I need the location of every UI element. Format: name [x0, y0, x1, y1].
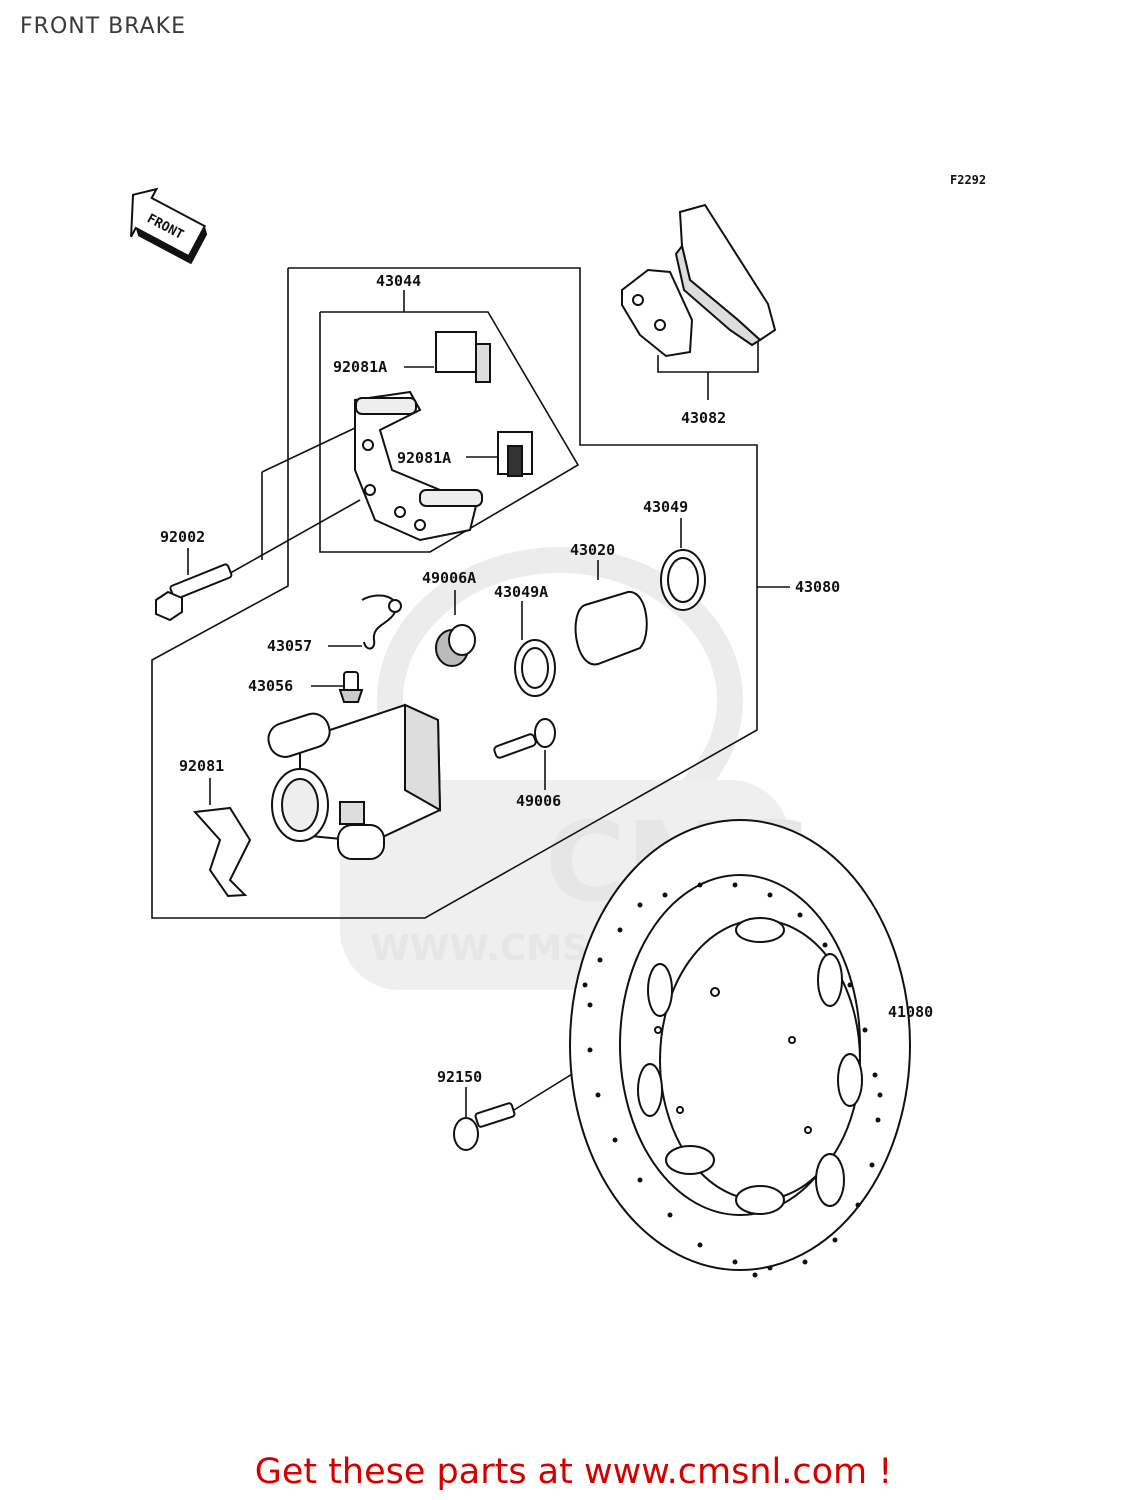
- brake-pads: [621, 203, 777, 358]
- mounting-bolt: [155, 563, 233, 622]
- part-labels: 43044 92081A 92081A 43082 92002 43049 43…: [160, 272, 933, 1086]
- label-43044: 43044: [376, 272, 421, 290]
- label-92081: 92081: [179, 757, 224, 775]
- caliper-bracket: [354, 331, 533, 542]
- promo-link[interactable]: Get these parts at www.cmsnl.com !: [254, 1452, 893, 1492]
- label-43082: 43082: [681, 409, 726, 427]
- label-43020: 43020: [570, 541, 615, 559]
- brake-disc: [569, 819, 911, 1271]
- label-92002: 92002: [160, 528, 205, 546]
- label-49006A: 49006A: [422, 569, 476, 587]
- label-92150: 92150: [437, 1068, 482, 1086]
- label-43049A: 43049A: [494, 583, 548, 601]
- piston-and-seals: [435, 549, 706, 759]
- label-92081A-upper: 92081A: [333, 358, 387, 376]
- label-49006: 49006: [516, 792, 561, 810]
- label-41080: 41080: [888, 1003, 933, 1021]
- disc-holes: [582, 882, 883, 1278]
- parts-diagram: CMS WWW.CMSNL.COM F2292 FRONT: [130, 173, 986, 1278]
- bleeder-valve: [338, 594, 402, 703]
- figure-code: F2292: [950, 173, 986, 187]
- caliper-body: [267, 703, 442, 860]
- label-43049: 43049: [643, 498, 688, 516]
- front-arrow-icon: FRONT: [130, 187, 208, 265]
- label-92081A-lower: 92081A: [397, 449, 451, 467]
- label-43080: 43080: [795, 578, 840, 596]
- label-43056: 43056: [248, 677, 293, 695]
- pad-spring: [192, 806, 252, 898]
- disc-bolt: [453, 1102, 516, 1151]
- page-title: FRONT BRAKE: [20, 14, 187, 39]
- label-43057: 43057: [267, 637, 312, 655]
